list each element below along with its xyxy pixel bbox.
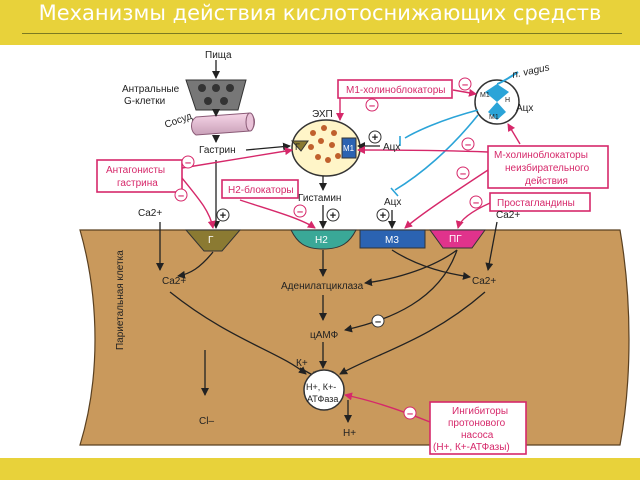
text-m-nonsel-2: неизбирательного — [505, 162, 590, 174]
minus-sign: – — [369, 100, 375, 112]
plus-sign: + — [372, 132, 378, 144]
label-ca-top-right: Ca2+ — [496, 210, 520, 221]
arrow-pg-camp — [344, 249, 458, 333]
text-m-nonsel-3: действия — [525, 176, 568, 187]
ecl-gastrin-receptor — [290, 140, 309, 152]
label-receptor-m3: М3 — [385, 235, 399, 246]
text-m1-blockers: М1-холиноблокаторы — [346, 84, 445, 96]
label-ach: Ацх — [383, 142, 400, 153]
label-vagus-m1: М1 — [480, 92, 490, 99]
inhib-m-nonsel-vagus — [507, 123, 521, 145]
ecl-m1-receptor — [341, 137, 357, 159]
receptor-gastrin-shape — [184, 229, 242, 252]
box-h2-blockers — [221, 179, 299, 199]
nerve-fibers — [390, 109, 479, 197]
text-ppi-4: (Н+, К+-АТФазы) — [433, 442, 510, 453]
parietal-cell-body — [79, 229, 630, 446]
bottom-band — [0, 458, 640, 480]
arrow-ca-left-pump — [169, 291, 307, 375]
plus-sign: + — [330, 210, 336, 222]
minus-sign: – — [460, 168, 466, 180]
box-m1-blockers — [337, 79, 453, 99]
label-n-vagus: n. vagus — [511, 62, 550, 81]
box-gastrin-antagonists — [96, 159, 183, 193]
receptor-h2-shape — [290, 229, 357, 250]
text-antagonists-1: Антагонисты — [106, 165, 165, 176]
label-ecl-m1: М1 — [343, 144, 355, 153]
box-prostaglandins — [489, 192, 591, 212]
label-antral-1: Антральные — [122, 84, 180, 95]
arrow-ca-right-pump — [339, 291, 486, 375]
minus-sign: – — [407, 408, 413, 420]
minus-sign: – — [297, 206, 303, 218]
arrow-g-ca — [177, 251, 214, 279]
arrow-gastrin-ecl — [245, 142, 291, 151]
label-ca-in-left: Ca2+ — [162, 276, 186, 287]
inhib-ppi — [344, 392, 431, 423]
label-vagus-m1b: М1 — [489, 114, 499, 121]
minus-sign: – — [473, 197, 479, 209]
inhib-m-nonsel-ecl — [357, 146, 489, 155]
label-ca-top-left: Ca2+ — [138, 208, 162, 219]
inhib-h2 — [239, 199, 316, 229]
label-h-plus: Н+ — [343, 428, 356, 439]
label-atpase-1: Н+, К+- — [306, 382, 336, 392]
text-ppi-1: Ингибиторы — [452, 405, 508, 417]
label-parietal-cell: Париетальная клетка — [115, 250, 126, 350]
box-ppi — [429, 401, 527, 455]
text-antagonists-2: гастрина — [117, 178, 158, 189]
inhib-antagonists-ecl — [181, 147, 293, 169]
label-receptor-g: Г — [208, 235, 214, 246]
text-m-nonsel-1: М-холиноблокаторы — [494, 149, 588, 161]
label-gastrin: Гастрин — [199, 145, 236, 156]
plus-sign: + — [380, 210, 386, 222]
plus-sign: + — [220, 210, 226, 222]
minus-sign: – — [375, 316, 381, 328]
label-receptor-pg: ПГ — [449, 234, 462, 245]
mechanism-diagram: + + + + – – – – – – – – – – Пища Антраль… — [79, 50, 630, 455]
label-receptor-h2: Н2 — [315, 235, 328, 246]
label-adenylate-cyclase: Аденилатциклаза — [281, 281, 364, 292]
label-cl: Cl– — [199, 416, 214, 427]
inhib-m1-blockers-vagus — [452, 88, 477, 97]
arrow-m3-ca — [391, 249, 471, 280]
label-k-plus: К+ — [296, 358, 308, 369]
label-ach-vagus: Ацх — [516, 103, 533, 114]
minus-sign: – — [465, 139, 471, 151]
text-prostaglandins: Простагландины — [497, 198, 575, 209]
minus-sign: – — [462, 79, 468, 91]
arrow-ca-right — [485, 221, 498, 271]
text-ppi-2: протонового — [448, 418, 506, 429]
ecl-granules — [308, 125, 341, 163]
receptor-m3-shape — [359, 229, 426, 249]
minus-sign: – — [178, 190, 184, 202]
text-ppi-3: насоса — [461, 430, 494, 441]
text-h2-blockers: Н2-блокаторы — [228, 184, 294, 196]
slide-title: Механизмы действия кислотоснижающих сред… — [38, 1, 602, 25]
title-band: Механизмы действия кислотоснижающих сред… — [0, 0, 640, 45]
proton-pump — [303, 369, 345, 411]
inhib-pg — [455, 202, 491, 229]
inhib-m-nonsel-m3 — [404, 169, 489, 229]
label-atpase-2: АТФаза — [307, 394, 338, 404]
label-ca-in-right: Ca2+ — [472, 276, 496, 287]
label-food: Пища — [205, 50, 232, 61]
arrow-pg-ac — [364, 249, 458, 287]
label-vessel: Сосуд — [163, 111, 193, 131]
label-antral-2: G-клетки — [124, 96, 165, 107]
label-histamine: Гистамин — [298, 193, 341, 204]
vessel-icon — [191, 112, 255, 136]
label-ach-2: Ацх — [384, 197, 401, 208]
box-m-nonselective — [487, 145, 609, 189]
label-vagus-n: Н — [505, 97, 510, 104]
label-ecl: ЭХП — [312, 109, 333, 120]
inhib-antagonists-g — [181, 177, 216, 229]
minus-sign: – — [185, 157, 191, 169]
title-rule — [22, 33, 622, 34]
label-ecl-g: Г — [295, 142, 300, 152]
receptor-pg-shape — [429, 229, 486, 249]
label-camp: цАМФ — [310, 330, 339, 341]
